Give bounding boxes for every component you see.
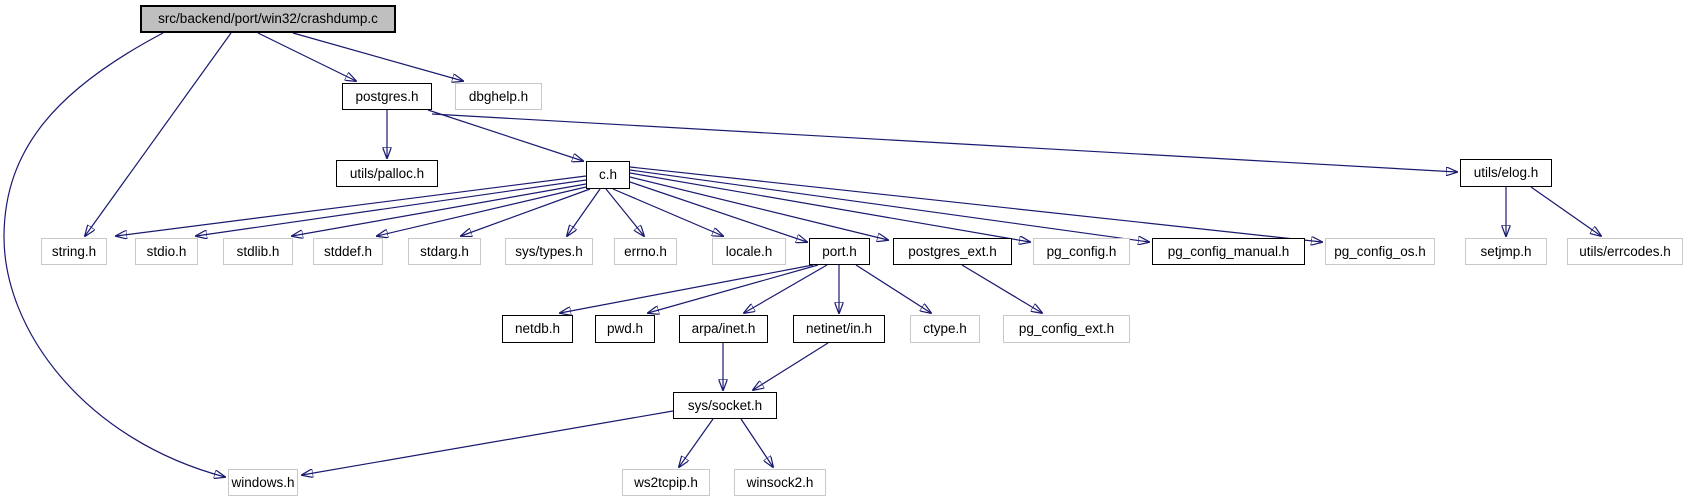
node-crashdump_c: src/backend/port/win32/crashdump.c [140,5,396,33]
node-pg_config_ext_h: pg_config_ext.h [1003,315,1130,343]
edge-c_h-to-pg_config_manual_h [629,169,1149,242]
node-locale_h: locale.h [712,238,786,265]
node-stdio_h: stdio.h [135,238,198,265]
edge-c_h-to-stddef_h [377,186,587,236]
node-setjmp_h: setjmp.h [1465,238,1547,265]
node-label: errno.h [624,243,667,259]
node-label: postgres.h [355,88,419,104]
edge-c_h-to-pg_config_os_h [629,166,1322,242]
edge-postgres_ext_h-to-pg_config_ext_h [961,264,1042,313]
edge-c_h-to-stdarg_h [461,188,591,236]
node-utils_elog_h[interactable]: utils/elog.h [1460,159,1552,187]
node-label: stdarg.h [420,243,469,259]
edge-crashdump_c-to-string_h [85,32,232,236]
node-label: netinet/in.h [805,321,873,337]
node-label: pg_config_ext.h [1018,321,1115,337]
node-label: utils/errcodes.h [1579,243,1671,259]
node-label: ws2tcpip.h [634,474,698,490]
edge-postgres_h-to-c_h [427,109,583,161]
node-label: netdb.h [514,321,561,337]
edge-port_h-to-netdb_h [560,264,814,313]
node-arpa_inet_h[interactable]: arpa/inet.h [679,315,768,343]
node-label: ctype.h [923,321,967,337]
node-label: setjmp.h [1480,243,1532,259]
node-c_h[interactable]: c.h [586,161,630,189]
edge-c_h-to-sys_types_h [567,188,601,236]
node-label: sys/types.h [515,243,583,259]
node-ws2tcpip_h: ws2tcpip.h [622,469,710,496]
node-label: postgres_ext.h [908,243,997,259]
node-sys_types_h: sys/types.h [505,238,593,265]
node-label: string.h [51,243,97,259]
node-label: c.h [598,167,617,183]
edge-sys_socket_h-to-winsock2_h [740,418,773,467]
node-utils_palloc_h[interactable]: utils/palloc.h [336,160,438,187]
node-label: stdio.h [146,243,187,259]
node-postgres_h[interactable]: postgres.h [342,83,432,110]
node-label: utils/elog.h [1473,165,1539,181]
node-utils_errcodes_h: utils/errcodes.h [1567,238,1683,265]
edge-c_h-to-errno_h [605,188,644,236]
node-port_h[interactable]: port.h [809,238,870,265]
edge-utils_elog_h-to-utils_errcodes_h [1530,186,1601,236]
edge-netinet_in_h-to-sys_socket_h [753,342,829,390]
node-label: pg_config_os.h [1334,243,1426,259]
node-postgres_ext_h[interactable]: postgres_ext.h [893,238,1012,265]
node-ctype_h: ctype.h [910,315,980,343]
node-windows_h: windows.h [228,469,298,496]
node-pg_config_manual_h[interactable]: pg_config_manual.h [1152,238,1305,265]
edge-c_h-to-stdio_h [196,179,587,236]
node-sys_socket_h[interactable]: sys/socket.h [673,392,777,419]
edge-crashdump_c-to-postgres_h [257,32,356,81]
node-label: pg_config_manual.h [1167,243,1290,259]
node-stddef_h: stddef.h [313,238,383,265]
node-label: utils/palloc.h [349,165,425,181]
edge-c_h-to-port_h [629,181,807,242]
node-pwd_h[interactable]: pwd.h [595,315,655,343]
edge-port_h-to-ctype_h [855,264,931,313]
node-netdb_h[interactable]: netdb.h [502,315,573,343]
node-stdlib_h: stdlib.h [223,238,293,265]
node-label: locale.h [725,243,773,259]
node-dbghelp_h: dbghelp.h [455,83,542,110]
edge-sys_socket_h-to-windows_h [302,410,674,475]
node-stdarg_h: stdarg.h [408,238,481,265]
node-label: winsock2.h [746,474,814,490]
node-label: arpa/inet.h [691,321,756,337]
node-label: pg_config.h [1046,243,1117,259]
edge-c_h-to-stdlib_h [292,183,587,236]
edge-crashdump_c-to-dbghelp_h [292,32,463,81]
node-label: windows.h [231,474,295,490]
node-label: stddef.h [323,243,373,259]
node-label: stdlib.h [236,243,280,259]
edge-sys_socket_h-to-ws2tcpip_h [679,418,714,467]
node-label: port.h [822,243,857,259]
edge-port_h-to-arpa_inet_h [744,264,828,313]
edge-c_h-to-locale_h [612,188,723,236]
node-netinet_in_h[interactable]: netinet/in.h [793,315,885,343]
edge-c_h-to-pg_config_h [629,172,1030,242]
node-winsock2_h: winsock2.h [734,469,826,496]
edge-port_h-to-pwd_h [648,264,819,313]
edge-c_h-to-postgres_ext_h [629,176,888,240]
node-errno_h: errno.h [614,238,677,265]
node-pg_config_os_h: pg_config_os.h [1325,238,1435,265]
node-pg_config_h: pg_config.h [1033,238,1130,265]
node-label: pwd.h [606,321,644,337]
node-string_h: string.h [41,238,107,265]
node-label: dbghelp.h [468,88,529,104]
node-label: src/backend/port/win32/crashdump.c [158,11,378,27]
node-label: sys/socket.h [687,397,763,413]
